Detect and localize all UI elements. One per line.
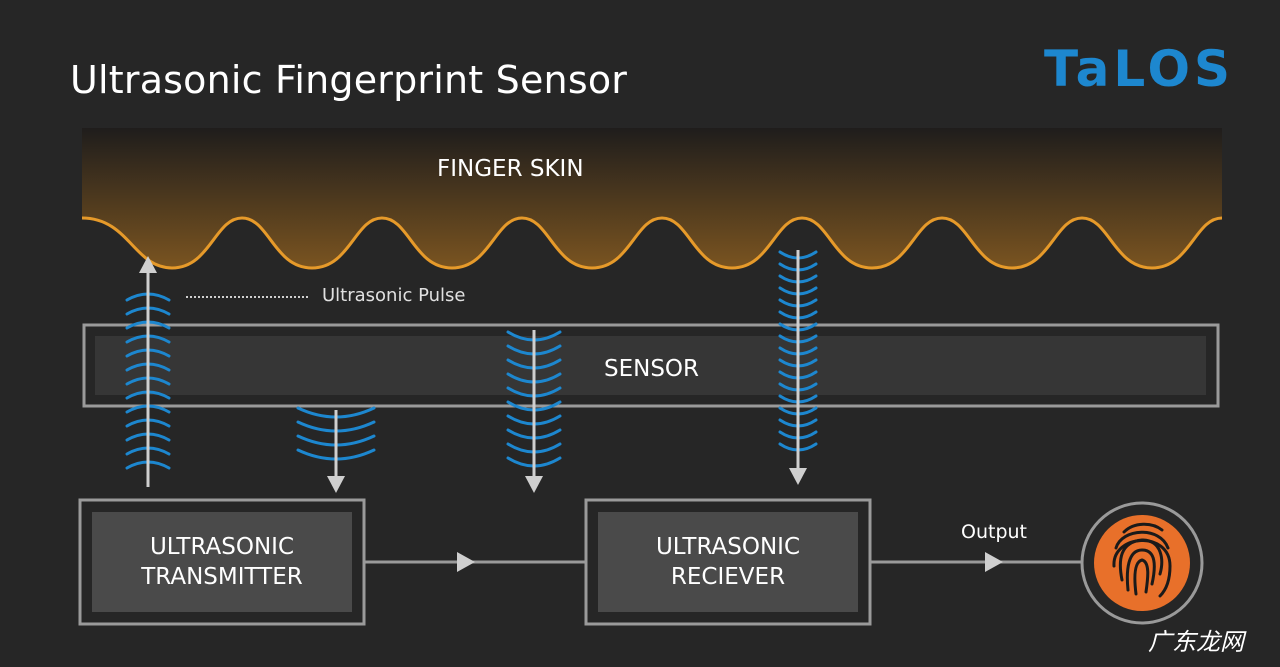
transmitter-label: ULTRASONIC TRANSMITTER [92,532,352,592]
receiver-label: ULTRASONIC RECIEVER [598,532,858,592]
ultrasonic-pulse-label: Ultrasonic Pulse [322,285,466,306]
connector-arrowhead [457,552,475,572]
output-arrowhead [985,552,1003,572]
finger-skin-edge [81,216,1223,270]
transmitter-label-line2: TRANSMITTER [141,564,303,590]
transmitter-label-line1: ULTRASONIC [149,534,295,560]
receiver-label-line1: ULTRASONIC [655,534,801,560]
diagram-title: Ultrasonic Fingerprint Sensor [70,58,628,102]
arrow-down-short-head [327,476,345,493]
receiver-box-inner [598,512,858,612]
brand-logo: TaLOS [1044,40,1234,98]
output-label: Output [961,521,1027,543]
finger-skin-label: FINGER SKIN [437,156,584,182]
arrow-transmit-up-head [139,256,157,273]
receiver-label-line2: RECIEVER [670,564,786,590]
watermark-text: 广东龙网 [1148,628,1244,656]
sensor-bar-inner [95,336,1206,395]
arrow-receive-down-head [789,468,807,485]
fingerprint-icon [1094,515,1190,611]
sensor-label: SENSOR [604,356,700,382]
transmitter-box-inner [92,512,352,612]
finger-skin [82,128,1222,268]
arrow-down-middle-head [525,476,543,493]
